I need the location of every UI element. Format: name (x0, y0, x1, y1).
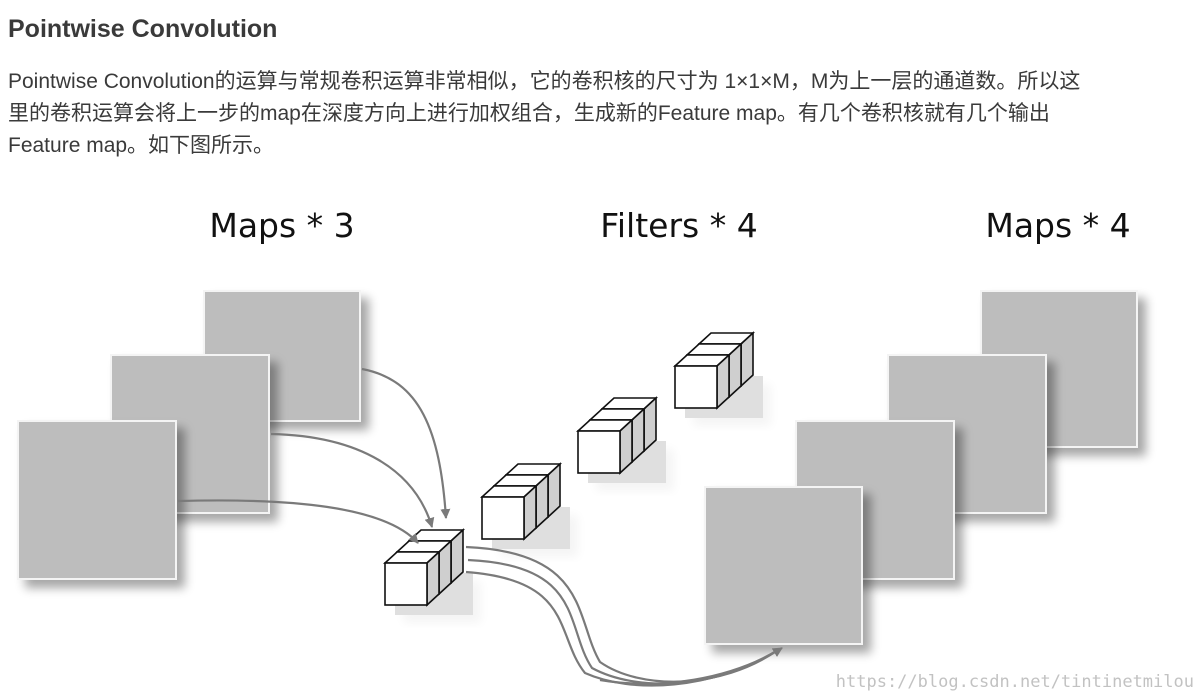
input-map (17, 420, 177, 580)
filter-kernel (382, 528, 473, 615)
paragraph-line: Feature map。如下图所示。 (8, 134, 275, 157)
paragraph-line: Pointwise Convolution的运算与常规卷积运算非常相似，它的卷积… (8, 70, 1081, 93)
pointwise-convolution-figure: Maps * 3 Filters * 4 Maps * 4 (0, 190, 1202, 698)
output-curve (465, 570, 779, 687)
filter-kernel (575, 396, 666, 483)
filters-label: Filters * 4 (600, 206, 757, 245)
filter-kernel (672, 331, 763, 418)
input-maps-label: Maps * 3 (209, 206, 354, 245)
filter-cube (382, 550, 442, 607)
figure-canvas: Maps * 3 Filters * 4 Maps * 4 (17, 206, 1194, 692)
filters-group (382, 331, 763, 615)
output-arrows (465, 545, 783, 687)
cube-front-face (481, 496, 525, 540)
input-arrows (177, 367, 451, 544)
filter-cube (479, 484, 539, 541)
filter-cube (575, 418, 635, 475)
output-maps-stack (704, 290, 1138, 645)
input-maps-stack (17, 290, 361, 580)
cube-front-face (577, 430, 621, 474)
input-arrow (270, 432, 435, 528)
watermark-text: https://blog.csdn.net/tintinetmilou (836, 672, 1194, 692)
paragraph-line: 里的卷积运算会将上一步的map在深度方向上进行加权组合，生成新的Feature … (8, 102, 1050, 125)
filter-kernel (479, 462, 570, 549)
output-map (704, 486, 863, 645)
output-maps-label: Maps * 4 (985, 206, 1130, 245)
filter-cube (672, 353, 732, 410)
cube-front-face (674, 365, 718, 409)
input-arrow (177, 499, 419, 544)
output-arrow (599, 647, 783, 685)
input-arrow (361, 367, 451, 519)
description-paragraph: Pointwise Convolution的运算与常规卷积运算非常相似，它的卷积… (8, 66, 1200, 162)
section-heading: Pointwise Convolution (8, 15, 278, 43)
cube-front-face (384, 562, 428, 606)
